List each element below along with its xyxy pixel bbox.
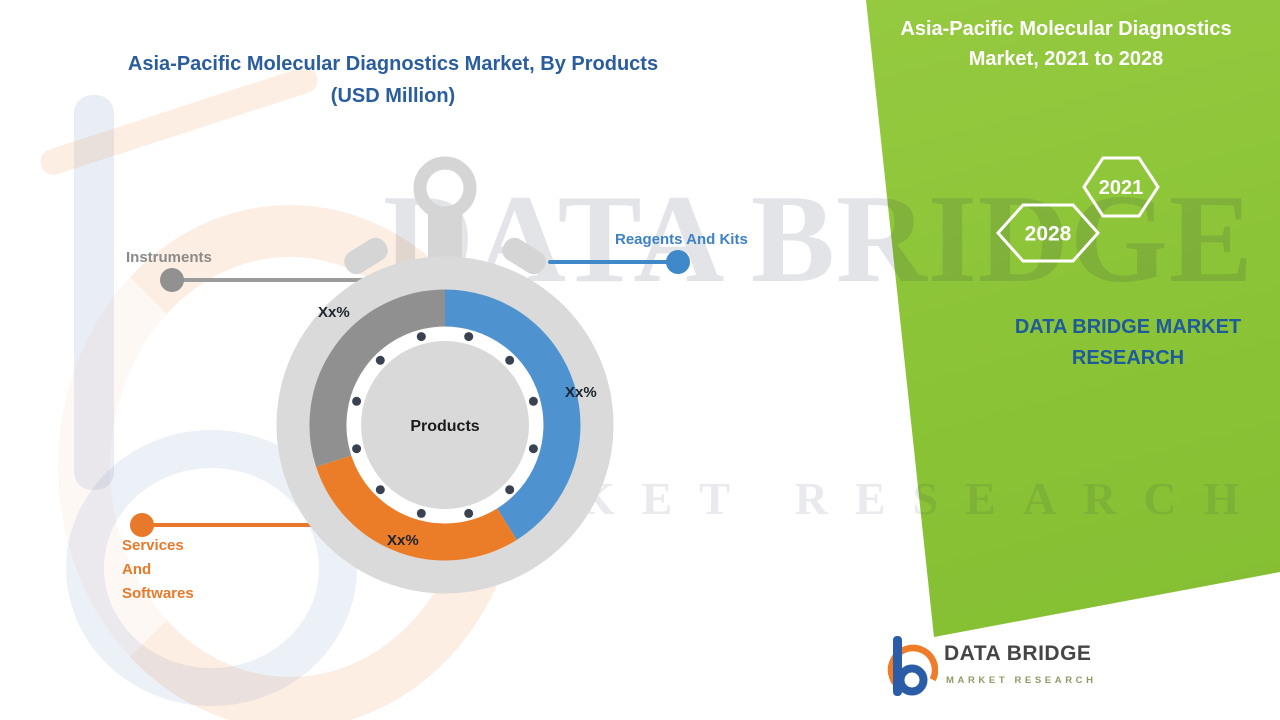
stopwatch-left-button-icon [344,237,388,275]
data-bridge-logo-icon [887,636,938,696]
reagents-dot [666,250,690,274]
reagents-value: Xx% [565,384,597,401]
stopwatch-crown-stem-icon [428,211,462,261]
hexagon-2028-label: 2028 [1025,223,1072,246]
services-value: Xx% [387,532,419,549]
instruments-label: Instruments [126,249,212,266]
clock-dots-icon [352,332,538,518]
services-leader-line [150,523,322,527]
instruments-value: Xx% [318,304,350,321]
report-title-line2: Market, 2021 to 2028 [968,48,1164,70]
brand-name-line2: RESEARCH [1071,347,1185,369]
services-label-line1: Services [122,537,184,554]
services-dot [130,513,154,537]
hexagon-year-2021: 2021 [1082,156,1160,218]
services-label-line2: And [122,561,152,578]
services-label: Services And Softwares [122,534,194,606]
footer-brand-subtitle: MARKET RESEARCH [946,675,1097,686]
segment-reagents-and-kits [444,289,581,540]
hexagon-2021-label: 2021 [1099,177,1144,199]
footer-brand-name: DATA BRIDGE [944,642,1092,665]
chart-title: Asia-Pacific Molecular Diagnostics Marke… [60,48,726,112]
stopwatch-right-button-icon [502,237,546,275]
report-title-line1: Asia-Pacific Molecular Diagnostics [900,18,1232,40]
hexagon-2028-outline-icon [996,203,1100,263]
services-label-line3: Softwares [122,585,194,602]
instruments-dot [160,268,184,292]
chart-title-line2: (USD Million) [330,85,456,107]
hexagon-year-2028: 2028 [996,203,1100,263]
donut-center-label: Products [410,418,479,435]
instruments-leader-line [170,278,365,282]
brand-name-block: DATA BRIDGE MARKET RESEARCH [1000,312,1256,374]
chart-title-line1: Asia-Pacific Molecular Diagnostics Marke… [127,53,659,75]
stopwatch-donut-chart: Products [276,156,614,594]
brand-name-line1: DATA BRIDGE MARKET [1014,316,1242,338]
hexagon-2021-outline-icon [1082,156,1160,218]
stopwatch-crown-ring-icon [413,156,477,220]
segment-services-and-softwares [316,455,517,561]
segment-instruments [309,289,446,467]
reagents-leader-line [548,260,670,264]
stopwatch-body-ring [276,256,614,594]
donut-center-disc [361,341,529,509]
reagents-label: Reagents And Kits [615,231,748,248]
report-title: Asia-Pacific Molecular Diagnostics Marke… [872,14,1260,74]
